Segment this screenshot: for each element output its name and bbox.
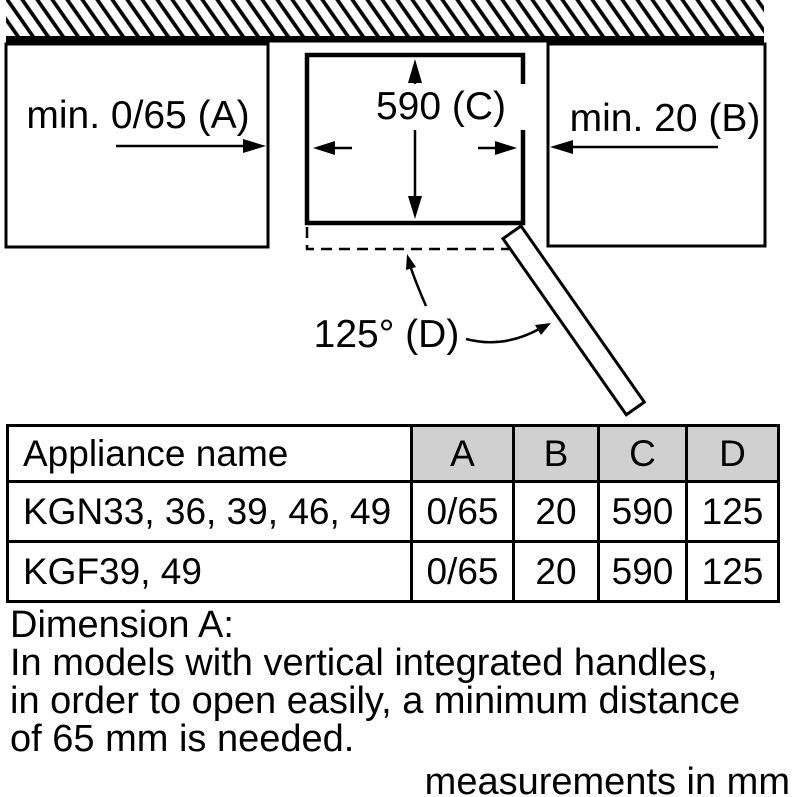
installation-diagram: [4, 0, 767, 417]
cell-kgn-d: 125: [685, 480, 780, 543]
door-closed-dashed-outline: [305, 227, 511, 251]
table-row-kgn: KGN33, 36, 39, 46, 49 0/65 20 590 125: [6, 480, 780, 543]
dimension-b-arrow: [550, 140, 718, 154]
dimension-a-arrow: [116, 139, 266, 153]
wall-hatch: [6, 0, 764, 36]
cell-kgn-b: 20: [512, 480, 600, 543]
angle-arrow-to-open-door: [465, 323, 551, 344]
units-note: measurements in mm: [424, 761, 790, 797]
door-open-outline: [500, 223, 647, 417]
angle-arrow-to-closed-position: [406, 254, 428, 307]
dimension-a-label: min. 0/65 (A): [26, 94, 250, 137]
cell-kgf-name: KGF39, 49: [6, 540, 413, 603]
table-header-row: Appliance name A B C D: [6, 424, 780, 483]
dimension-c-label: 590 (C): [341, 84, 541, 130]
dimension-c-right-arrow: [478, 141, 517, 155]
cell-kgf-a: 0/65: [410, 540, 515, 603]
note-line: in order to open easily, a minimum dista…: [10, 680, 741, 722]
right-cabinet-outline: [546, 42, 767, 248]
dimension-a-note: Dimension A: In models with vertical int…: [10, 606, 740, 758]
column-header-b: B: [512, 424, 600, 483]
cell-kgn-a: 0/65: [410, 480, 515, 543]
table-row-kgf: KGF39, 49 0/65 20 590 125: [6, 540, 780, 603]
note-line: In models with vertical integrated handl…: [10, 642, 718, 684]
dimension-d-label: 125° (D): [313, 313, 460, 356]
cell-kgf-d: 125: [685, 540, 780, 603]
dimension-b-label: min. 20 (B): [569, 97, 761, 140]
column-header-appliance-name: Appliance name: [6, 424, 413, 483]
column-header-c: C: [597, 424, 688, 483]
wall-line: [6, 36, 764, 43]
cell-kgn-name: KGN33, 36, 39, 46, 49: [6, 480, 413, 543]
column-header-a: A: [410, 424, 515, 483]
dimensions-table: Appliance name A B C D KGN33, 36, 39, 46…: [6, 424, 780, 603]
cell-kgf-b: 20: [512, 540, 600, 603]
dimension-c-left-arrow: [313, 141, 352, 155]
cell-kgf-c: 590: [597, 540, 688, 603]
note-line: of 65 mm is needed.: [10, 718, 355, 760]
cell-kgn-c: 590: [597, 480, 688, 543]
column-header-d: D: [685, 424, 780, 483]
note-title: Dimension A:: [10, 604, 234, 646]
